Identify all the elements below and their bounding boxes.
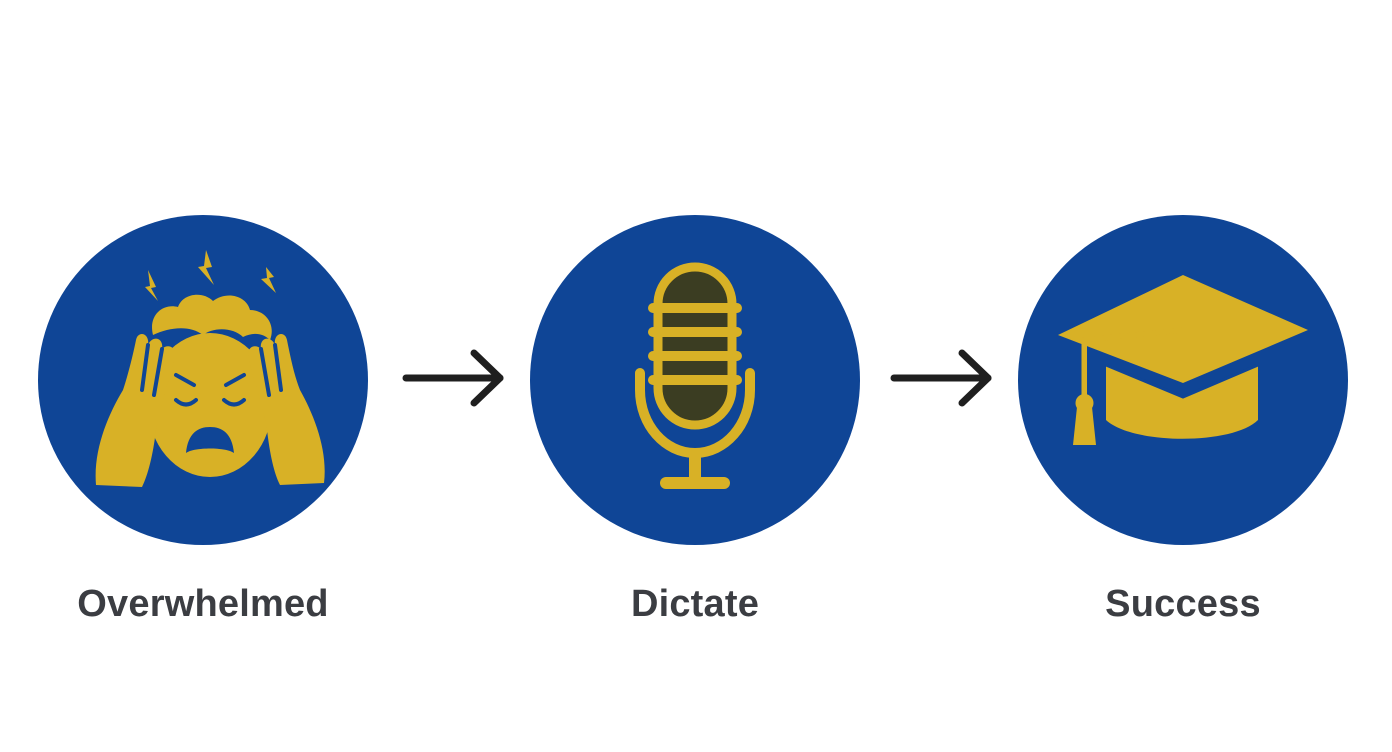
overwhelmed-face-icon bbox=[95, 250, 325, 487]
circle-success bbox=[1018, 215, 1348, 545]
step-success: Success bbox=[1018, 215, 1348, 625]
label-overwhelmed: Overwhelmed bbox=[77, 583, 329, 625]
arrow-right-icon bbox=[890, 349, 992, 407]
circle-overwhelmed bbox=[38, 215, 368, 545]
circle-dictate bbox=[530, 215, 860, 545]
step-dictate: Dictate bbox=[530, 215, 860, 625]
microphone-icon bbox=[635, 262, 755, 489]
step-overwhelmed: Overwhelmed bbox=[38, 215, 368, 625]
label-success: Success bbox=[1105, 583, 1261, 625]
graduation-cap-icon bbox=[1058, 275, 1308, 445]
arrow-right-icon bbox=[402, 349, 504, 407]
label-dictate: Dictate bbox=[630, 583, 760, 625]
